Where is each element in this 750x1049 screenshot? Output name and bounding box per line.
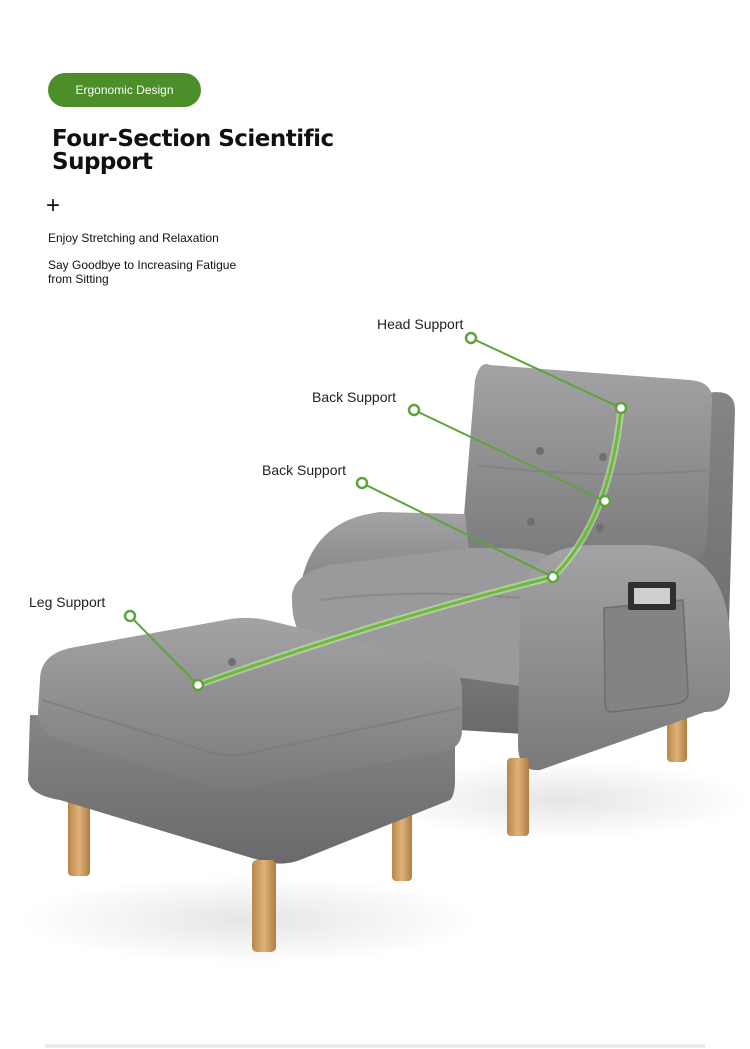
subtitle-line-2: Say Goodbye to Increasing Fatigue from S… [48,258,237,286]
tuft-button [599,453,607,461]
leg-point-dot [191,678,205,692]
back-lower-point-dot [546,570,560,584]
tuft-button [536,447,544,455]
ottoman-leg [68,792,90,876]
tuft-button [228,658,236,666]
leg-support-label: Leg Support [29,594,106,610]
leg-callout-dot [123,609,137,623]
plus-icon: + [46,192,61,219]
back-support-upper-label: Back Support [312,389,397,405]
ottoman-leg-front [252,860,276,952]
ottoman-shadow [20,875,480,965]
back-support-lower-label: Back Support [262,462,347,478]
back-upper-callout-line [413,409,606,502]
head-callout-dot [464,331,478,345]
page-title: Four-Section Scientific Support [52,126,334,175]
head-point-dot [614,401,628,415]
chair-leg-front [507,758,529,836]
support-curve [197,407,623,687]
leg-callout-line [129,615,199,686]
back-upper-callout-dot [407,403,421,417]
ergonomic-design-badge: Ergonomic Design [48,73,201,107]
side-pocket [603,599,689,713]
tuft-button [596,524,604,532]
back-lower-callout-dot [355,476,369,490]
chair-shadow [370,760,750,840]
subtitle-line-1: Enjoy Stretching and Relaxation [48,231,219,245]
back-cushion [461,364,713,566]
back-upper-point-dot [598,494,612,508]
ottoman-cushion [38,617,462,790]
head-support-label: Head Support [377,316,464,332]
head-callout-line [470,337,622,409]
back-lower-callout-line [361,482,554,578]
tuft-button [527,518,535,526]
